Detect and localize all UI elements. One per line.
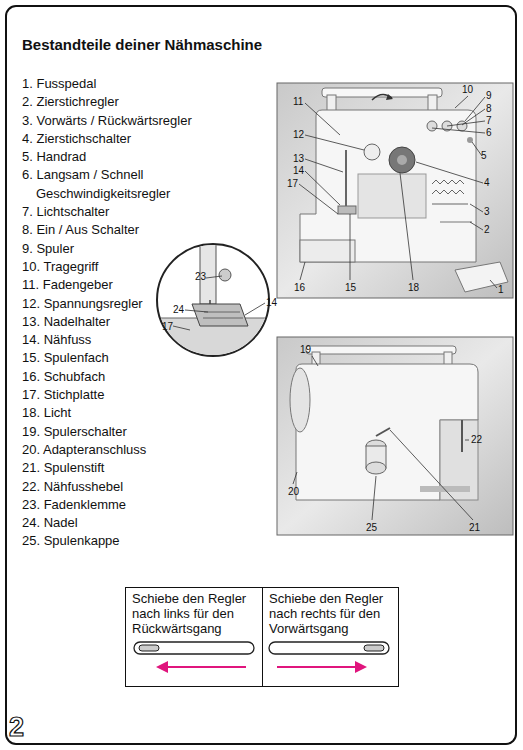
callout-number: 15 [345,282,356,293]
part-list-item: 17. Stichplatte [22,386,262,404]
instruction-text: Schiebe den Regler nach links für den Rü… [126,588,262,636]
part-list-item: 3. Vorwärts / Rückwärtsregler [22,112,262,130]
part-list-item: 22. Nähfusshebel [22,478,262,496]
part-list-item: 14. Nähfuss [22,331,262,349]
callout-number: 24 [173,304,184,315]
part-list-item: 11. Fadengeber [22,276,262,294]
callout-number: 13 [293,153,304,164]
callout-number: 8 [486,103,492,114]
callout-number: 2 [484,224,490,235]
page-title: Bestandteile deiner Nähmaschine [22,36,262,53]
part-list-item: 6. Langsam / Schnell Geschwindigkeitsreg… [22,166,262,203]
part-list-item: 15. Spulenfach [22,349,262,367]
callout-number: 25 [366,522,377,533]
part-list-item: 24. Nadel [22,514,262,532]
callout-number: 10 [462,84,473,95]
callout-number: 14 [293,165,304,176]
callout-number: 1 [498,284,504,295]
part-list-item: 12. Spannungsregler [22,295,262,313]
part-list-item: 10. Tragegriff [22,258,262,276]
instruction-text: Schiebe den Regler nach rechts für den V… [263,588,398,636]
part-list-item: 13. Nadelhalter [22,313,262,331]
part-list-item: 25. Spulenkappe [22,532,262,550]
part-list-item: 19. Spulerschalter [22,423,262,441]
callout-number: 23 [195,271,206,282]
part-list-item: 18. Licht [22,404,262,422]
callout-number: 11 [293,96,303,107]
callout-number: 5 [481,150,487,161]
callout-number: 12 [293,129,304,140]
callout-number: 9 [486,90,492,101]
page-number: 2 [9,712,24,742]
callout-number: 7 [486,115,492,126]
part-list-item: 9. Spuler [22,240,262,258]
instruction-box: Schiebe den Regler nach links für den Rü… [125,587,263,687]
part-list-item: 21. Spulenstift [22,459,262,477]
callout-number: 22 [471,434,482,445]
callout-number: 16 [294,282,305,293]
callout-number: 4 [484,177,490,188]
part-list-item: 2. Zierstichregler [22,93,262,111]
callout-number: 18 [408,282,419,293]
part-list-item: 23. Fadenklemme [22,496,262,514]
part-list-item: 7. Lichtschalter [22,203,262,221]
callout-number: 6 [486,127,492,138]
callout-number: 17 [287,178,298,189]
callout-number: 20 [288,486,299,497]
callout-number: 17 [162,321,173,332]
callout-number: 21 [469,522,480,533]
part-list-item: 16. Schubfach [22,368,262,386]
callout-number: 14 [266,297,277,308]
part-list-item: 1. Fusspedal [22,75,262,93]
part-list-item: 5. Handrad [22,148,262,166]
callout-number: 19 [300,344,311,355]
callout-number: 3 [484,206,490,217]
part-list-item: 20. Adapteranschluss [22,441,262,459]
part-list-item: 8. Ein / Aus Schalter [22,221,262,239]
part-list-item: 4. Zierstichschalter [22,130,262,148]
instruction-box: Schiebe den Regler nach rechts für den V… [262,587,399,687]
